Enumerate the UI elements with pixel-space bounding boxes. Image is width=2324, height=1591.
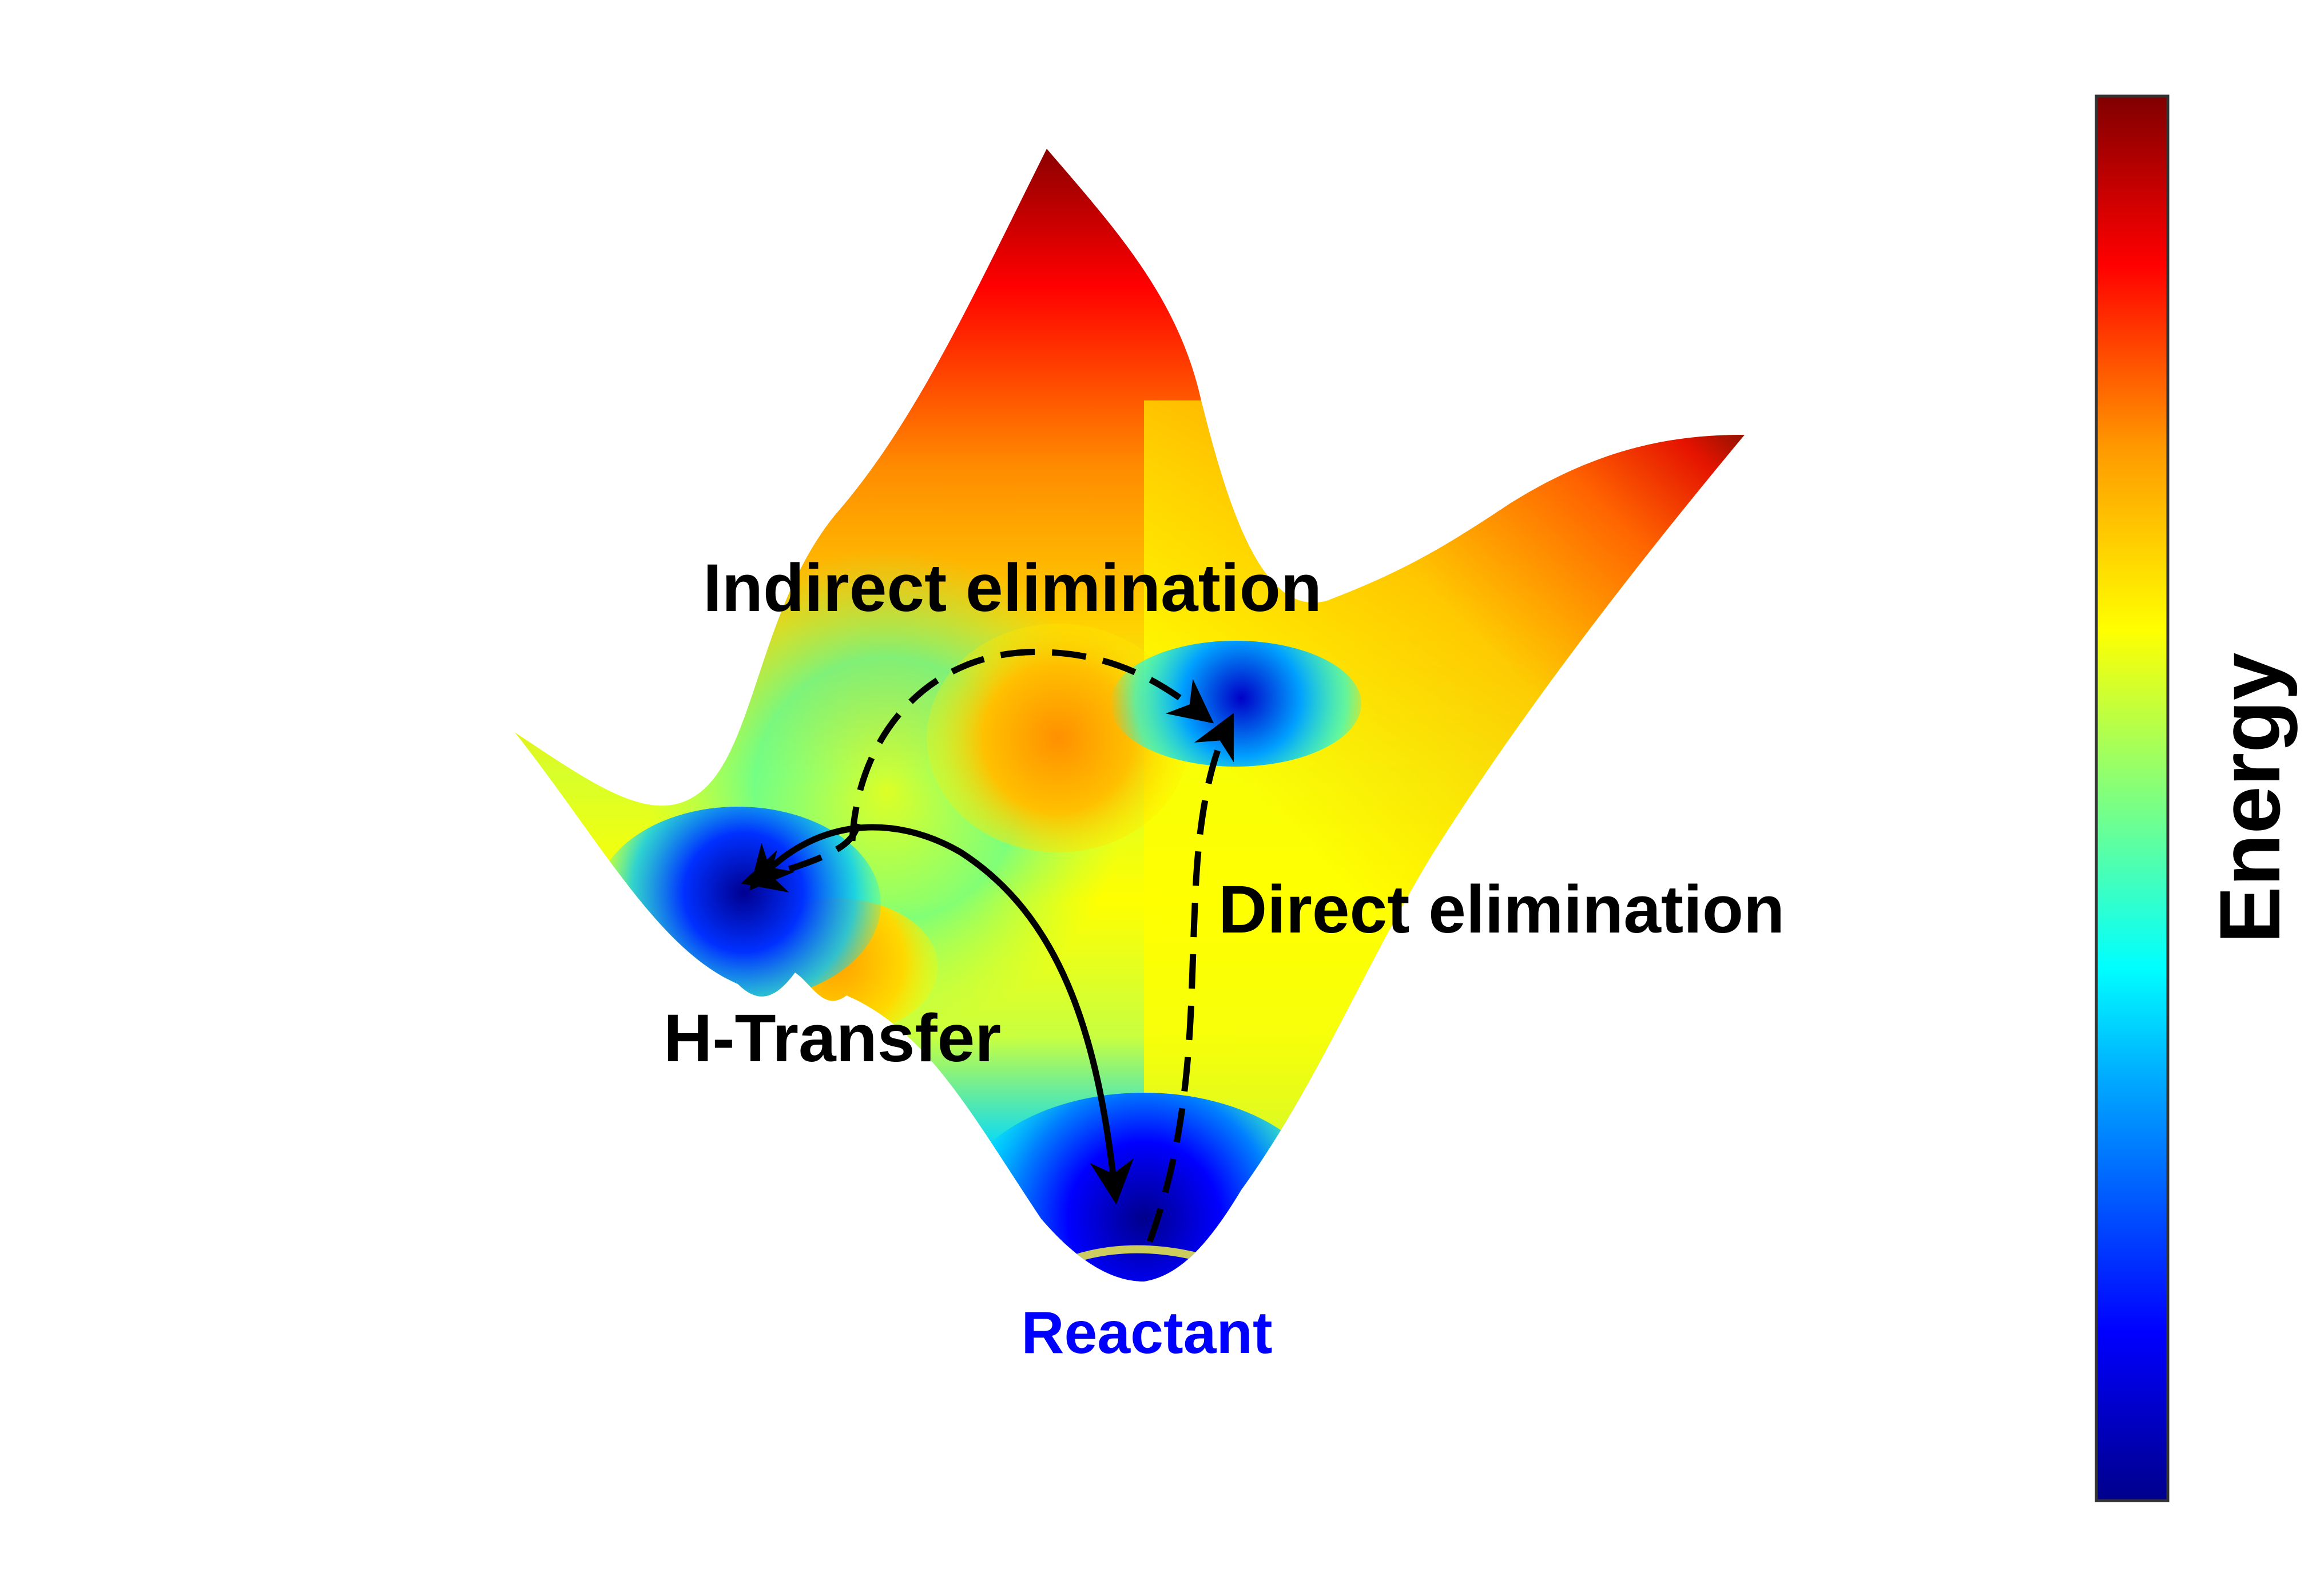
- direct-elimination-label: Direct elimination: [1218, 872, 1785, 947]
- energy-surface: [515, 149, 1745, 1281]
- indirect-elimination-arrow: [849, 649, 1214, 842]
- colorbar-gradient: [2095, 94, 2170, 1502]
- energy-colorbar: Energy: [2095, 94, 2298, 1502]
- direct-elimination-arrow: [1146, 713, 1234, 1243]
- colorbar-label: Energy: [2202, 653, 2298, 944]
- indirect-elimination-label: Indirect elimination: [703, 550, 1322, 626]
- h-transfer-label: H-Transfer: [664, 1001, 1001, 1076]
- indirect-elimination-left-branch: [741, 823, 861, 893]
- h-transfer-arrow: [749, 824, 1134, 1205]
- reaction-pathways: [741, 649, 1234, 1243]
- reactant-label: Reactant: [1021, 1300, 1272, 1366]
